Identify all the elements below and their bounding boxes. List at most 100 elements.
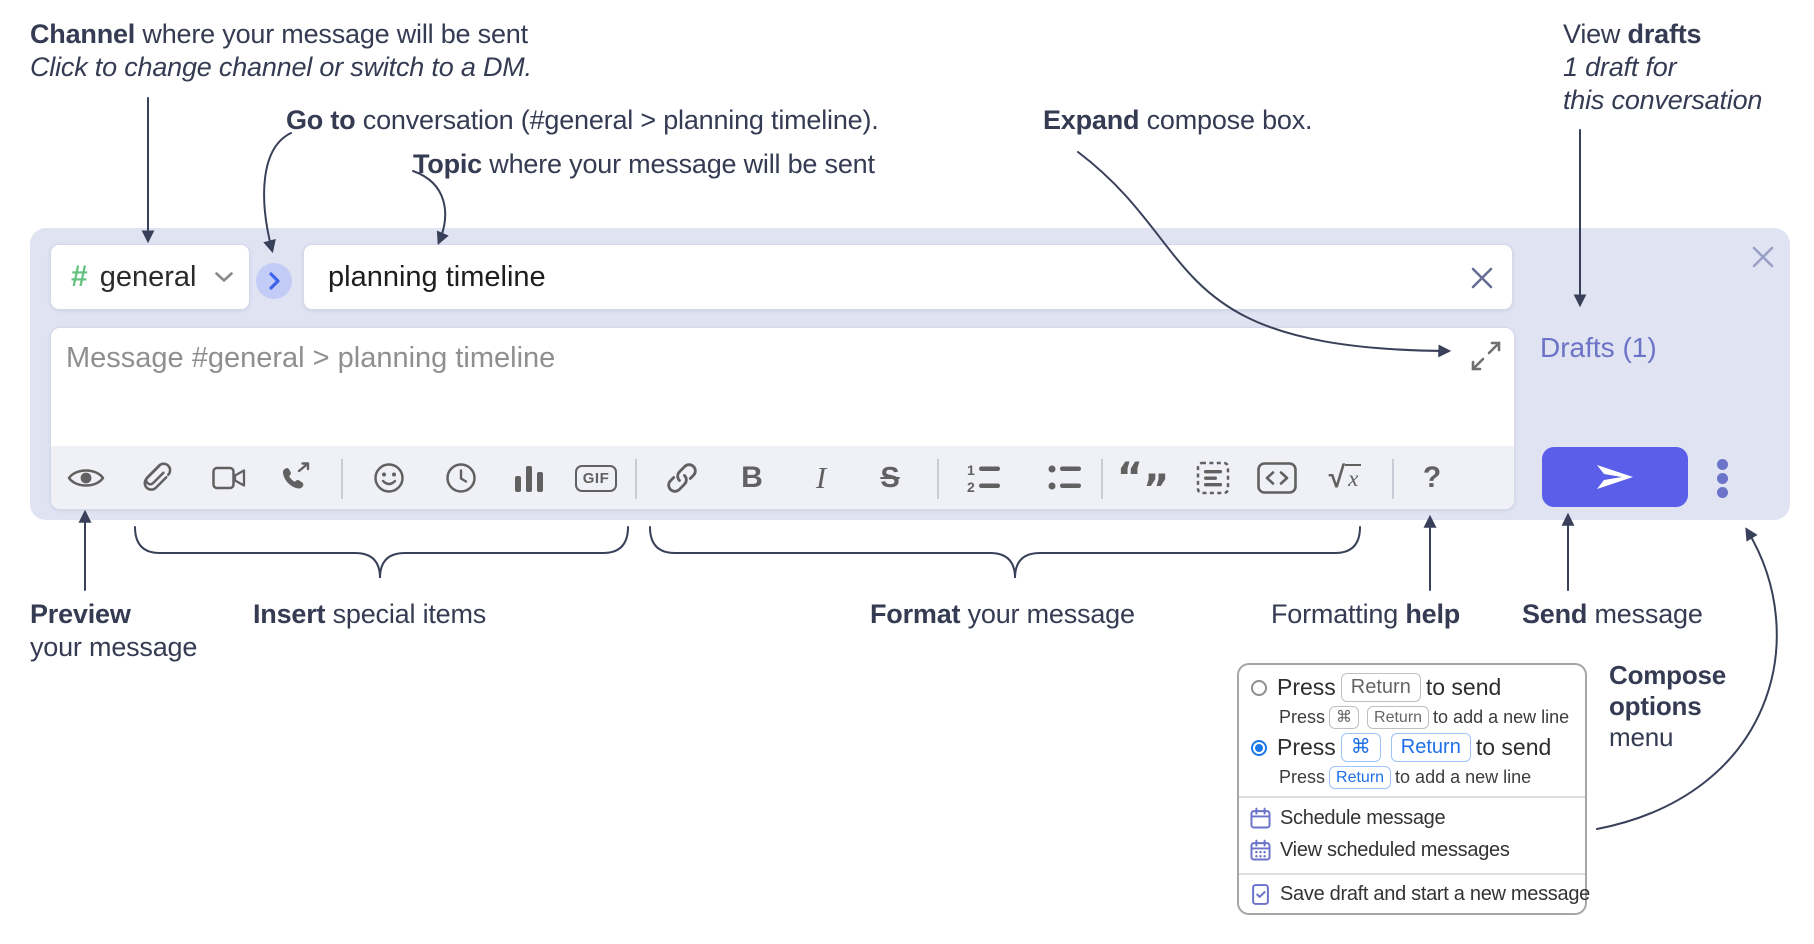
save-draft-icon [1252, 884, 1269, 905]
goto-annotation: Go to conversation (#general > planning … [286, 105, 879, 135]
clear-topic-icon[interactable] [1470, 266, 1494, 290]
phone-call-icon [282, 462, 310, 489]
dot-icon [1717, 459, 1728, 470]
goto-conversation-button[interactable] [256, 263, 292, 299]
close-icon [1752, 246, 1774, 268]
channel-name: general [99, 260, 197, 293]
emoji-button[interactable] [364, 453, 414, 503]
attach-file-button[interactable] [131, 453, 181, 503]
message-box: GIF B I [50, 327, 1515, 510]
dot-icon [1717, 487, 1728, 498]
menu-divider [1239, 796, 1585, 798]
menu-item-schedule-message[interactable]: Schedule message [1249, 807, 1446, 830]
compose-options-annotation: Compose options menu [1609, 660, 1727, 752]
menu-divider [1239, 873, 1585, 875]
bulleted-list-icon [1048, 465, 1081, 490]
cmd-key: ⌘ [1329, 706, 1360, 729]
format-brace [649, 526, 1361, 579]
dot-icon [1717, 473, 1728, 484]
preview-button[interactable] [61, 453, 111, 503]
numbered-list-icon: 1 2 [967, 463, 1000, 493]
toolbar-divider [635, 459, 637, 499]
compose-options-menu-button[interactable] [1717, 459, 1728, 498]
drafts-annotation: View drafts 1 draft for this conversatio… [1563, 19, 1763, 115]
paperclip-icon [143, 462, 172, 491]
channel-selector[interactable]: # general [50, 244, 250, 310]
topic-field [303, 244, 1513, 310]
send-annotation: Send message [1522, 599, 1703, 629]
topic-input[interactable] [304, 260, 1512, 294]
menu-item-view-scheduled[interactable]: View scheduled messages [1249, 839, 1510, 862]
chevron-down-icon [215, 271, 233, 282]
global-time-button[interactable] [436, 453, 486, 503]
radio-unselected[interactable] [1251, 679, 1267, 696]
channel-annotation: Channel where your message will be sent … [30, 19, 532, 82]
send-option-cmd-return[interactable]: Press ⌘ Return to send [1251, 733, 1551, 762]
drafts-link[interactable]: Drafts (1) [1540, 332, 1657, 363]
send-option-return-sub: Press ⌘ Return to add a new line [1279, 706, 1570, 729]
gif-icon: GIF [574, 464, 618, 492]
formatting-help-annotation: Formatting help [1271, 599, 1461, 629]
send-option-cmd-return-sub: Press Return to add a new line [1279, 766, 1532, 789]
message-input[interactable] [51, 328, 1514, 446]
preview-annotation: Preview your message [30, 599, 198, 662]
channel-annotation-line2: Click to change channel or switch to a D… [30, 52, 532, 82]
toolbar-divider [341, 459, 343, 499]
smiley-icon [374, 463, 404, 493]
math-icon: √x [1329, 461, 1362, 495]
spoiler-button[interactable] [1188, 453, 1238, 503]
question-mark-icon: ? [1422, 461, 1442, 494]
spoiler-icon [1196, 461, 1230, 495]
menu-item-save-draft[interactable]: Save draft and start a new message [1249, 883, 1590, 906]
calendar-dots-icon [1250, 839, 1271, 861]
insert-annotation: Insert special items [253, 599, 487, 629]
bar-chart-icon [515, 466, 543, 492]
italic-icon: I [815, 460, 827, 495]
poll-button[interactable] [504, 453, 554, 503]
quote-icon: “” [1116, 455, 1170, 510]
eye-icon [67, 469, 105, 487]
close-compose-button[interactable] [1746, 240, 1780, 274]
send-option-return[interactable]: Press Return to send [1251, 673, 1501, 702]
send-plane-icon [1597, 465, 1633, 489]
compose-options-popup: Press Return to send Press ⌘ Return to a… [1237, 663, 1590, 915]
return-key: Return [1367, 706, 1430, 729]
gif-button[interactable]: GIF [571, 453, 621, 503]
math-button[interactable]: √x [1320, 453, 1370, 503]
link-button[interactable] [657, 453, 707, 503]
quote-button[interactable]: “” [1116, 453, 1170, 510]
topic-annotation: Topic where your message will be sent [413, 149, 875, 179]
expand-compose-icon[interactable] [1470, 340, 1502, 372]
channel-annotation-bold: Channel [30, 19, 136, 49]
code-button[interactable] [1252, 453, 1302, 503]
return-key: Return [1390, 733, 1471, 762]
audio-call-button[interactable] [270, 453, 320, 503]
clock-icon [446, 463, 476, 493]
formatting-help-button[interactable]: ? [1407, 453, 1457, 503]
channel-hash-icon: # [71, 260, 88, 293]
radio-selected[interactable] [1251, 739, 1267, 756]
expand-annotation: Expand compose box. [1043, 105, 1313, 135]
calendar-icon [1250, 807, 1271, 829]
bold-button[interactable]: B [727, 453, 777, 503]
compose-toolbar: GIF B I [51, 446, 1514, 510]
svg-text:1: 1 [967, 463, 975, 478]
bold-icon: B [741, 461, 763, 494]
chevron-right-icon [268, 272, 280, 290]
compose-box: # general [30, 228, 1790, 520]
return-key: Return [1340, 673, 1421, 702]
send-button[interactable] [1542, 447, 1688, 507]
video-call-button[interactable] [204, 453, 254, 503]
video-camera-icon [212, 466, 246, 490]
italic-button[interactable]: I [796, 453, 846, 503]
format-annotation: Format your message [870, 599, 1135, 629]
return-key: Return [1329, 766, 1392, 789]
strikethrough-button[interactable]: S [865, 453, 915, 503]
toolbar-divider [1392, 459, 1394, 499]
strikethrough-icon: S [880, 461, 900, 494]
toolbar-divider [1101, 459, 1103, 499]
cmd-key: ⌘ [1340, 733, 1381, 762]
bulleted-list-button[interactable] [1040, 453, 1090, 503]
numbered-list-button[interactable]: 1 2 [959, 453, 1009, 503]
